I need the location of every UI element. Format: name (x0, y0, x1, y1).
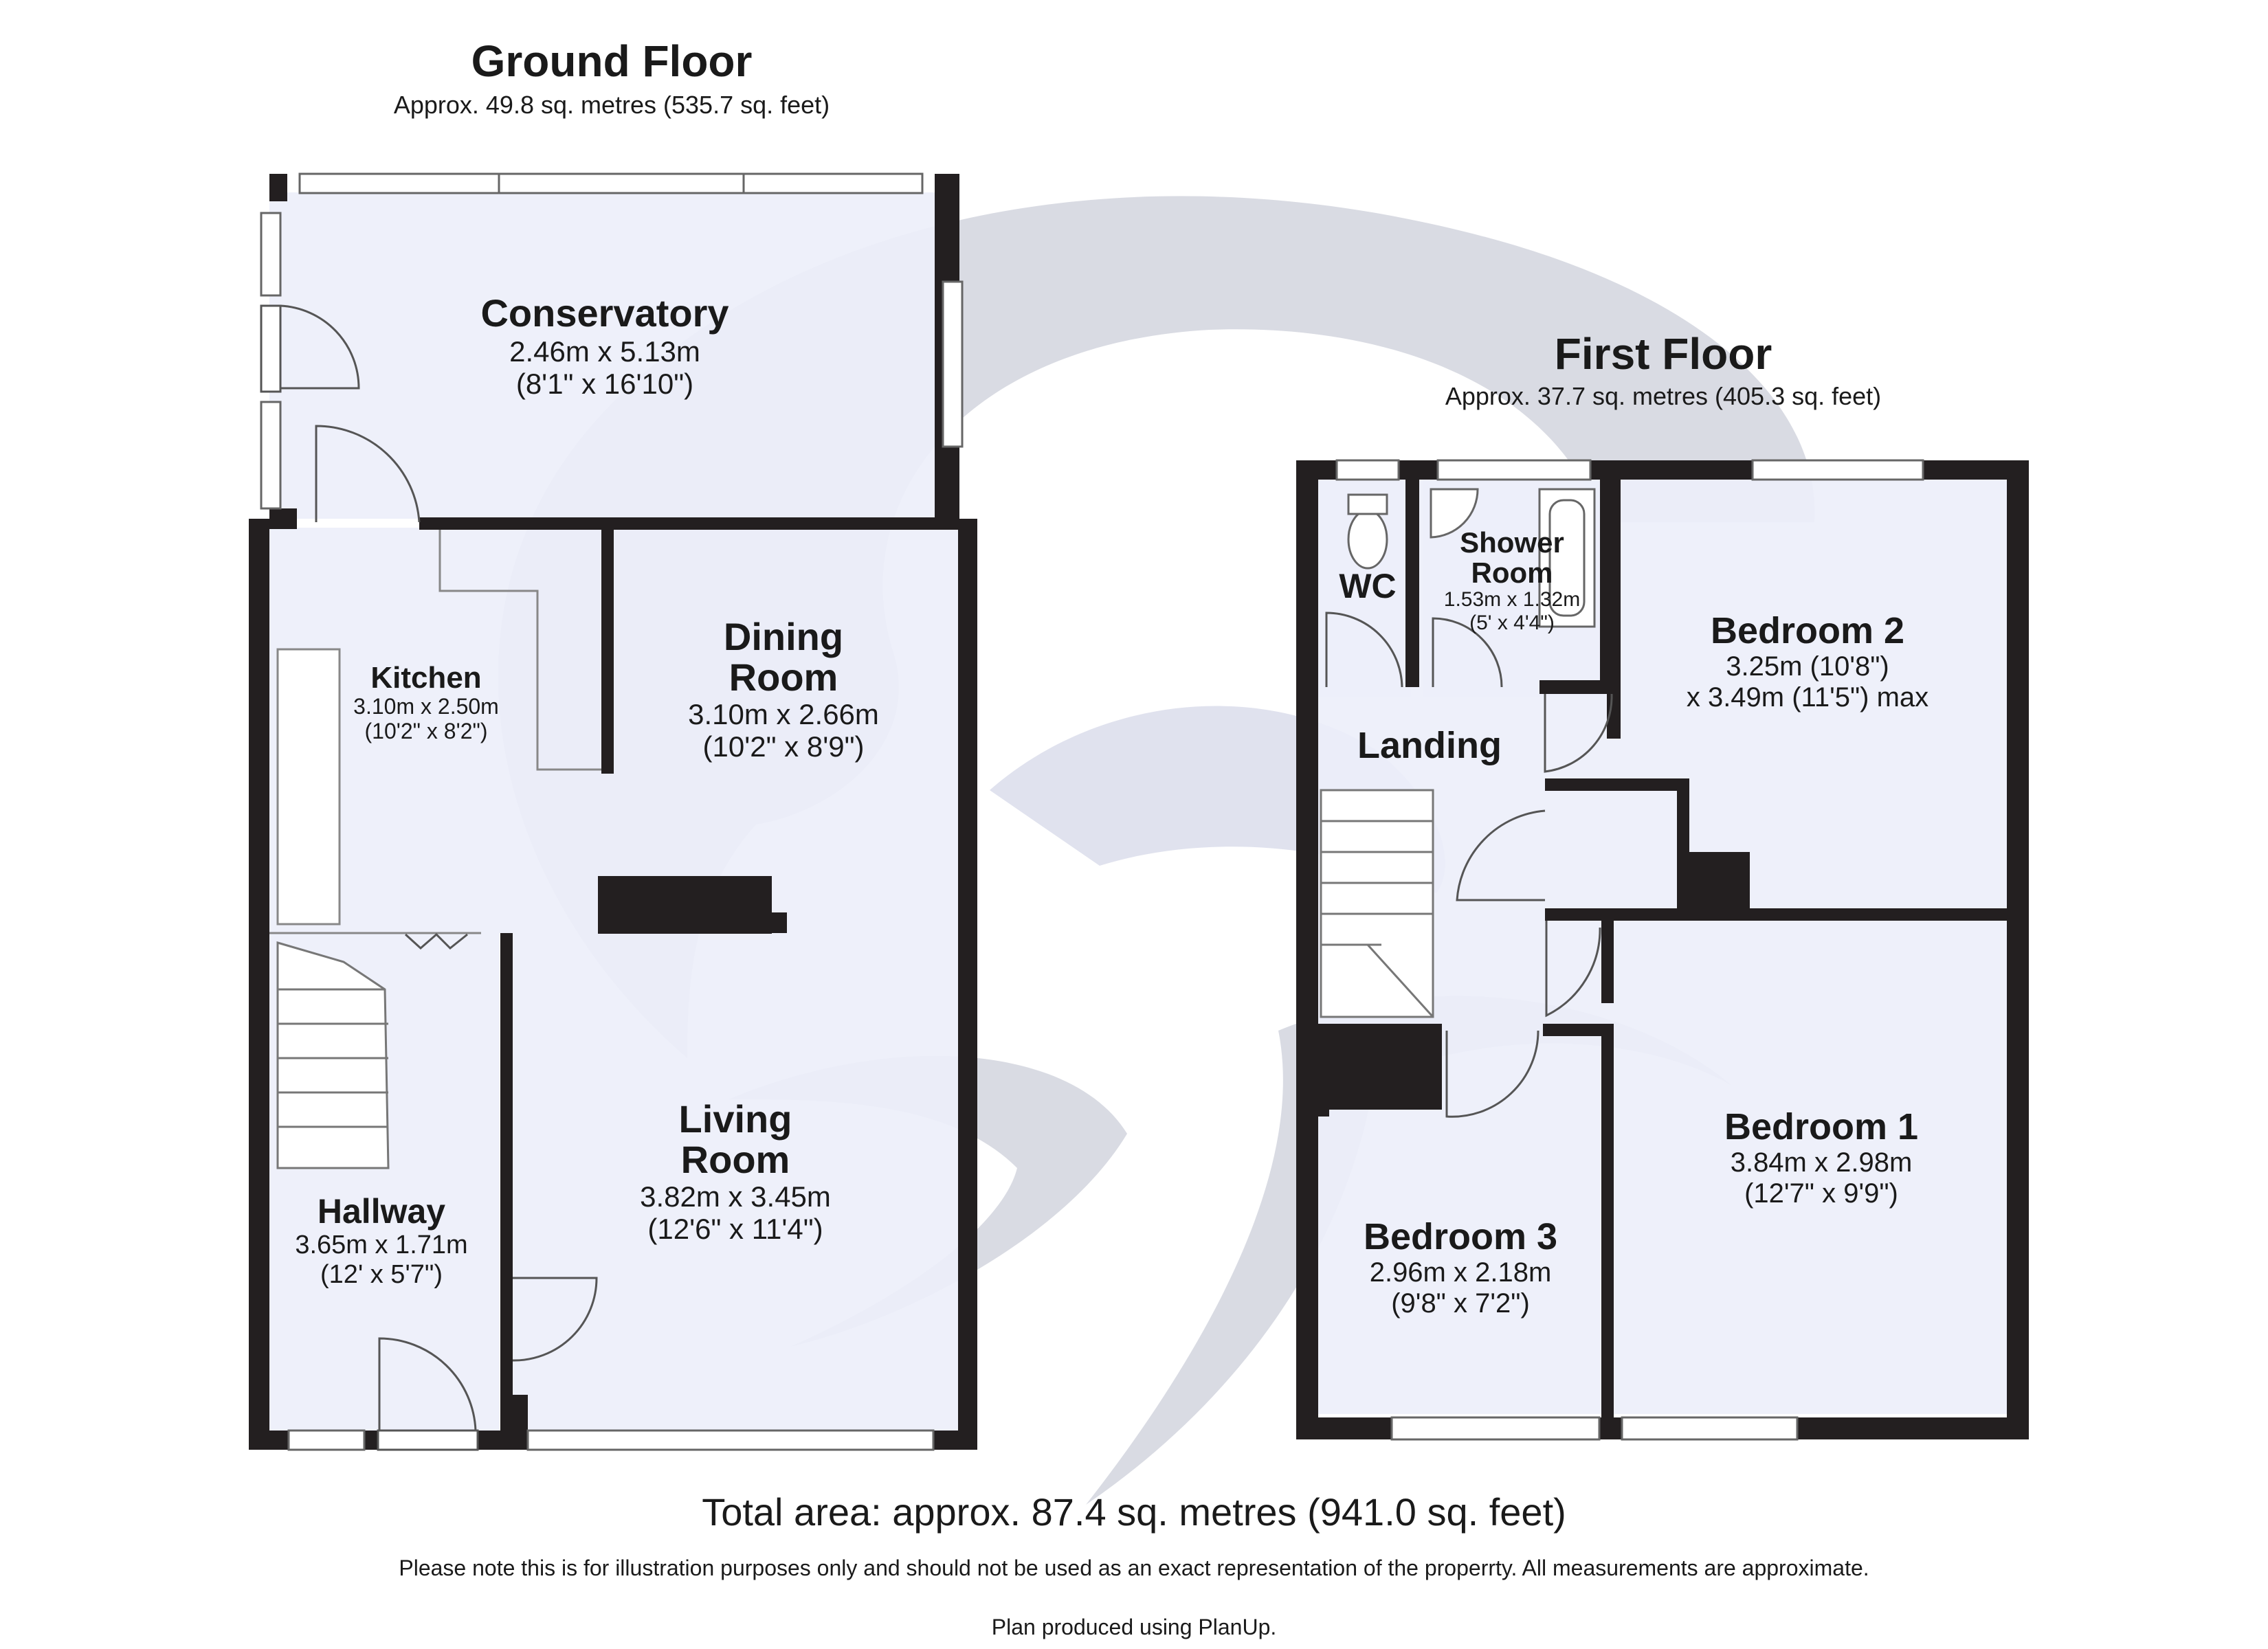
first-floor-area: Approx. 37.7 sq. metres (405.3 sq. feet) (1445, 382, 1882, 410)
room-dimensions-imperial: (12'6" x 11'4") (647, 1212, 823, 1245)
room-label-bedroom-1: Bedroom 1 3.84m x 2.98m (12'7" x 9'9") (1649, 1106, 1993, 1209)
room-name: Kitchen (370, 661, 482, 695)
room-dimensions-metric: 3.84m x 2.98m (1730, 1147, 1913, 1178)
room-dimensions-line1: 3.25m (10'8") (1726, 651, 1889, 682)
room-label-shower-room: Shower Room 1.53m x 1.32m (5' x 4'4") (1423, 526, 1601, 634)
first-floor-title: First Floor (1554, 329, 1772, 379)
room-dimensions-imperial: (10'2" x 8'2") (364, 719, 488, 744)
room-label-wc: WC (1323, 567, 1412, 605)
room-name-line1: Living (678, 1097, 792, 1141)
room-label-hallway: Hallway 3.65m x 1.71m (12' x 5'7") (265, 1192, 498, 1289)
bedroom2-floor (1607, 478, 2007, 912)
room-dimensions-imperial: (5' x 4'4") (1469, 611, 1555, 634)
living-floor (510, 933, 958, 1442)
room-label-landing: Landing (1330, 725, 1529, 766)
room-dimensions-imperial: (9'8" x 7'2") (1391, 1288, 1530, 1319)
kitchen-counters (269, 530, 601, 934)
ground-windows (260, 172, 964, 1451)
room-label-kitchen: Kitchen 3.10m x 2.50m (10'2" x 8'2") (296, 661, 557, 744)
room-name: Landing (1357, 725, 1502, 766)
room-dimensions-metric: 2.96m x 2.18m (1369, 1257, 1552, 1288)
room-label-living-room: Living Room 3.82m x 3.45m (12'6" x 11'4"… (564, 1099, 907, 1245)
disclaimer-note: Please note this is for illustration pur… (399, 1556, 1869, 1580)
room-dimensions-metric: 3.10m x 2.66m (688, 697, 879, 730)
room-name: WC (1339, 567, 1397, 605)
conservatory-floor (269, 192, 935, 519)
room-label-bedroom-3: Bedroom 3 2.96m x 2.18m (9'8" x 7'2") (1320, 1216, 1601, 1319)
room-dimensions-line2: x 3.49m (11'5") max (1686, 682, 1929, 713)
room-dimensions-imperial: (10'2" x 8'9") (702, 730, 865, 763)
total-area: Total area: approx. 87.4 sq. metres (941… (702, 1490, 1566, 1534)
first-stairs (1320, 789, 1434, 1018)
room-name-line2: Room (729, 655, 838, 699)
bedroom1-floor (1607, 919, 2007, 1414)
first-floor-plan (1296, 459, 2029, 1441)
room-name-line1: Dining (723, 615, 844, 658)
dining-floor (606, 528, 958, 933)
ground-floor-plan (249, 172, 977, 1451)
room-name: Bedroom 2 (1710, 610, 1905, 651)
ground-floor-title: Ground Floor (471, 36, 753, 86)
ground-doors (260, 304, 598, 1451)
room-dimensions-imperial: (12'7" x 9'9") (1744, 1178, 1898, 1209)
room-name-line1: Shower (1460, 526, 1564, 559)
plan-credit: Plan produced using PlanUp. (991, 1615, 1277, 1639)
room-name: Hallway (317, 1192, 446, 1231)
room-label-bedroom-2: Bedroom 2 3.25m (10'8") x 3.49m (11'5") … (1636, 610, 1979, 713)
first-doors (1325, 612, 1613, 1118)
room-dimensions-metric: 3.10m x 2.50m (353, 694, 499, 719)
bathroom-fixtures (1347, 488, 1596, 628)
first-windows (1335, 459, 1924, 1441)
room-name: Bedroom 1 (1724, 1106, 1919, 1147)
room-dimensions-metric: 2.46m x 5.13m (509, 335, 700, 368)
room-dimensions-metric: 3.82m x 3.45m (640, 1180, 831, 1213)
room-name: Conservatory (480, 291, 729, 335)
room-label-dining-room: Dining Room 3.10m x 2.66m (10'2" x 8'9") (619, 615, 948, 763)
room-name-line2: Room (1471, 557, 1553, 590)
room-name: Bedroom 3 (1363, 1216, 1558, 1257)
room-dimensions-imperial: (12' x 5'7") (320, 1259, 443, 1289)
ground-floor-area: Approx. 49.8 sq. metres (535.7 sq. feet) (393, 91, 830, 119)
room-dimensions-metric: 1.53m x 1.32m (1443, 588, 1581, 612)
room-dimensions-metric: 3.65m x 1.71m (295, 1231, 468, 1259)
room-label-conservatory: Conservatory 2.46m x 5.13m (8'1" x 16'10… (412, 291, 797, 400)
room-dimensions-imperial: (8'1" x 16'10") (515, 367, 694, 400)
ground-stairs (276, 941, 390, 1169)
room-name-line2: Room (680, 1137, 790, 1181)
